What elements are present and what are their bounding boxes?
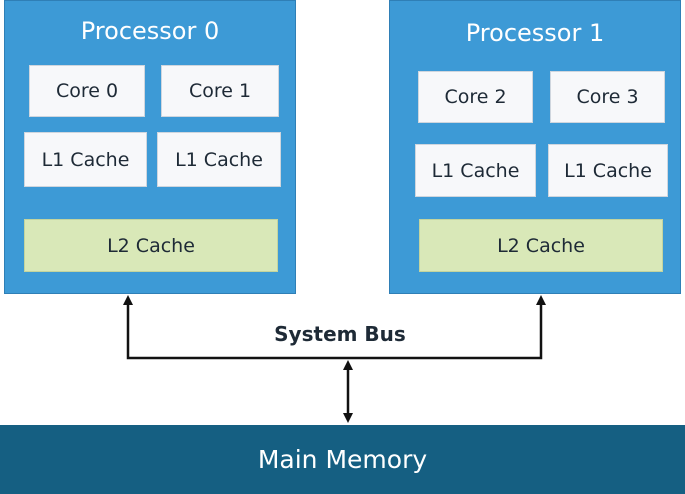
core-0-box: Core 0 — [29, 65, 145, 117]
processor-1: Processor 1 Core 2 Core 3 L1 Cache L1 Ca… — [389, 0, 681, 294]
l1-cache-box: L1 Cache — [415, 144, 536, 197]
bus-line — [123, 295, 546, 360]
main-memory: Main Memory — [0, 425, 685, 494]
l2-cache-box: L2 Cache — [24, 219, 278, 272]
processor-title: Processor 0 — [80, 17, 220, 45]
l2-cache-box: L2 Cache — [419, 219, 663, 272]
core-1-box: Core 1 — [161, 65, 279, 117]
processor-0: Processor 0 Core 0 Core 1 L1 Cache L1 Ca… — [4, 0, 296, 294]
l1-cache-box: L1 Cache — [157, 132, 281, 187]
processor-title: Processor 1 — [465, 19, 605, 47]
core-3-box: Core 3 — [550, 71, 665, 123]
system-bus-label: System Bus — [274, 322, 406, 346]
core-2-box: Core 2 — [418, 71, 533, 123]
l1-cache-box: L1 Cache — [548, 144, 668, 197]
l1-cache-box: L1 Cache — [24, 132, 147, 187]
